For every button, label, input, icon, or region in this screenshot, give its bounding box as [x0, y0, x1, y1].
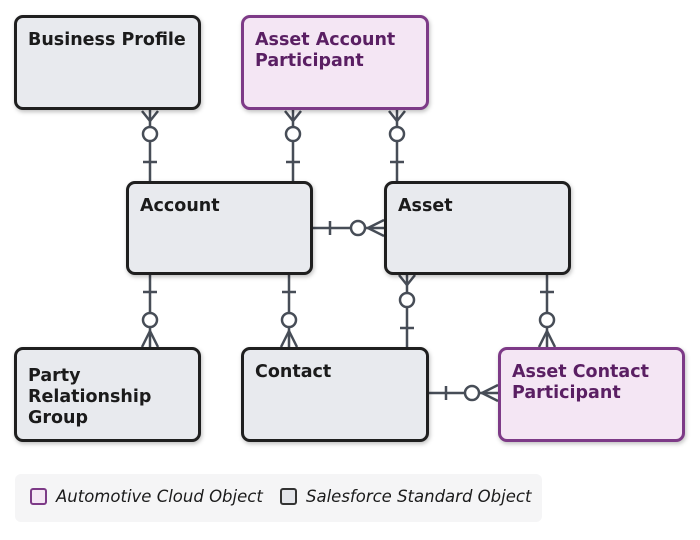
entity-label-line-2: Participant — [512, 383, 621, 403]
entity-label: Account — [140, 196, 220, 216]
relationship-asset-contact — [398, 273, 416, 349]
relationship-contact-assetcontactparticipant — [427, 383, 500, 403]
legend: Automotive Cloud Object Salesforce Stand… — [15, 474, 542, 522]
entity-label-line-2: Relationship — [28, 387, 152, 407]
entity-label-line-1: Party — [28, 366, 81, 386]
legend-automotive-swatch — [30, 488, 47, 505]
entity-business-profile: Business Profile — [14, 15, 201, 110]
entity-party-relationship-group: Party Relationship Group — [14, 347, 201, 442]
relationship-asset-assetcontactparticipant — [537, 273, 557, 349]
relationship-businessprofile-account — [141, 109, 159, 182]
legend-standard-label: Salesforce Standard Object — [306, 487, 532, 506]
relationship-assetaccountparticipant-account — [284, 109, 302, 182]
legend-automotive-label: Automotive Cloud Object — [56, 487, 263, 506]
entity-account: Account — [126, 181, 313, 275]
entity-label-line-1: Asset Account — [255, 30, 396, 50]
entity-label: Business Profile — [28, 30, 186, 50]
relationship-account-asset — [311, 218, 386, 238]
entity-label-line-1: Asset Contact — [512, 362, 649, 382]
entity-asset-account-participant: Asset Account Participant — [241, 15, 429, 110]
entity-asset: Asset — [384, 181, 571, 275]
relationship-assetaccountparticipant-asset — [388, 109, 406, 182]
entity-contact: Contact — [241, 347, 429, 442]
legend-standard-swatch — [280, 488, 297, 505]
relationship-account-partyrelationshipgroup — [140, 273, 160, 349]
relationship-account-contact — [279, 273, 299, 349]
entity-asset-contact-participant: Asset Contact Participant — [498, 347, 685, 442]
entity-label: Asset — [398, 196, 453, 216]
entity-label: Contact — [255, 362, 332, 382]
entity-label-line-3: Group — [28, 408, 89, 428]
entity-label-line-2: Participant — [255, 51, 364, 71]
